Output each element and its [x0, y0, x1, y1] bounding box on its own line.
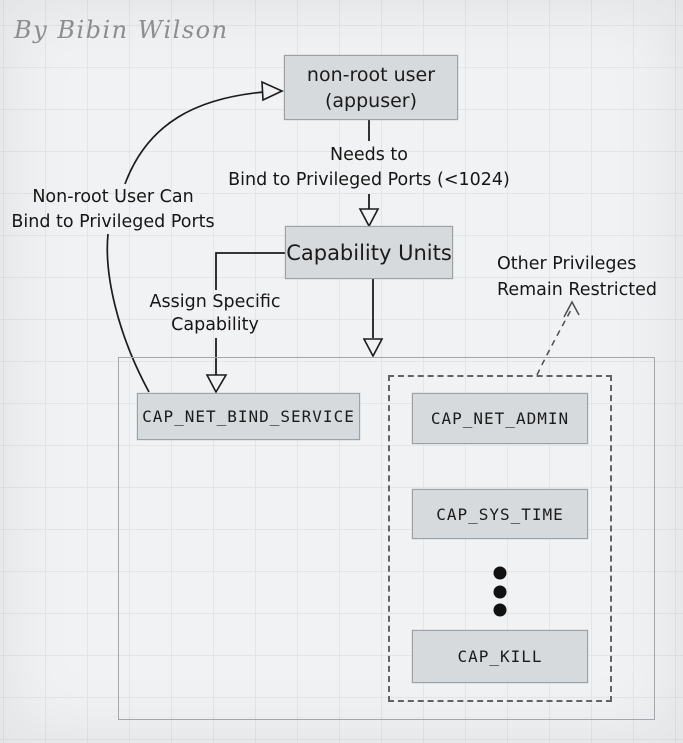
node-non-root-user-label-line1: non-root user	[306, 63, 436, 86]
restricted-privileges-container	[388, 375, 612, 702]
node-cap-net-bind-service-label: CAP_NET_BIND_SERVICE	[142, 407, 355, 426]
edge-label-non-root-can-line2: Bind to Privileged Ports	[11, 212, 215, 232]
arrowhead-right-non-root-user-icon	[261, 80, 284, 102]
edge-label-assign-specific: Assign Specific Capability	[130, 291, 300, 337]
edge-assign-elbow-top	[215, 252, 285, 290]
edge-label-other-privileges-line1: Other Privileges	[497, 254, 637, 274]
edge-label-other-privileges: Other Privileges Remain Restricted	[497, 251, 672, 303]
edge-label-other-privileges-line2: Remain Restricted	[497, 280, 657, 300]
edge-label-needs-to-line1: Needs to	[330, 145, 408, 165]
edge-label-assign-specific-line2: Capability	[171, 315, 259, 335]
node-cap-kill-label: CAP_KILL	[457, 647, 543, 666]
node-cap-sys-time-label: CAP_SYS_TIME	[436, 504, 564, 524]
node-cap-kill: CAP_KILL	[412, 630, 588, 683]
edge-label-non-root-can-line1: Non-root User Can	[32, 187, 194, 207]
node-cap-net-admin: CAP_NET_ADMIN	[412, 393, 588, 444]
edge-label-needs-to: Needs to Bind to Privileged Ports (<1024…	[209, 143, 529, 193]
node-capability-units-label: Capability Units	[286, 240, 452, 265]
edge-label-assign-specific-line1: Assign Specific	[149, 292, 281, 312]
node-non-root-user-label-line2: (appuser)	[324, 89, 418, 112]
node-non-root-user: non-root user (appuser)	[284, 55, 458, 120]
node-cap-net-admin-label: CAP_NET_ADMIN	[430, 409, 570, 428]
edge-label-non-root-can: Non-root User Can Bind to Privileged Por…	[2, 185, 224, 235]
edge-label-needs-to-line2: Bind to Privileged Ports (<1024)	[228, 170, 510, 190]
node-capability-units: Capability Units	[285, 226, 453, 279]
granted-capabilities-container	[118, 357, 655, 720]
node-cap-net-bind-service: CAP_NET_BIND_SERVICE	[137, 393, 360, 440]
arrowhead-down-container-icon	[362, 338, 384, 358]
author-credit: By Bibin Wilson	[14, 16, 229, 44]
arrowhead-down-capability-units-icon	[358, 208, 380, 228]
arrowhead-up-open-icon	[563, 300, 580, 318]
node-cap-sys-time: CAP_SYS_TIME	[412, 489, 588, 539]
